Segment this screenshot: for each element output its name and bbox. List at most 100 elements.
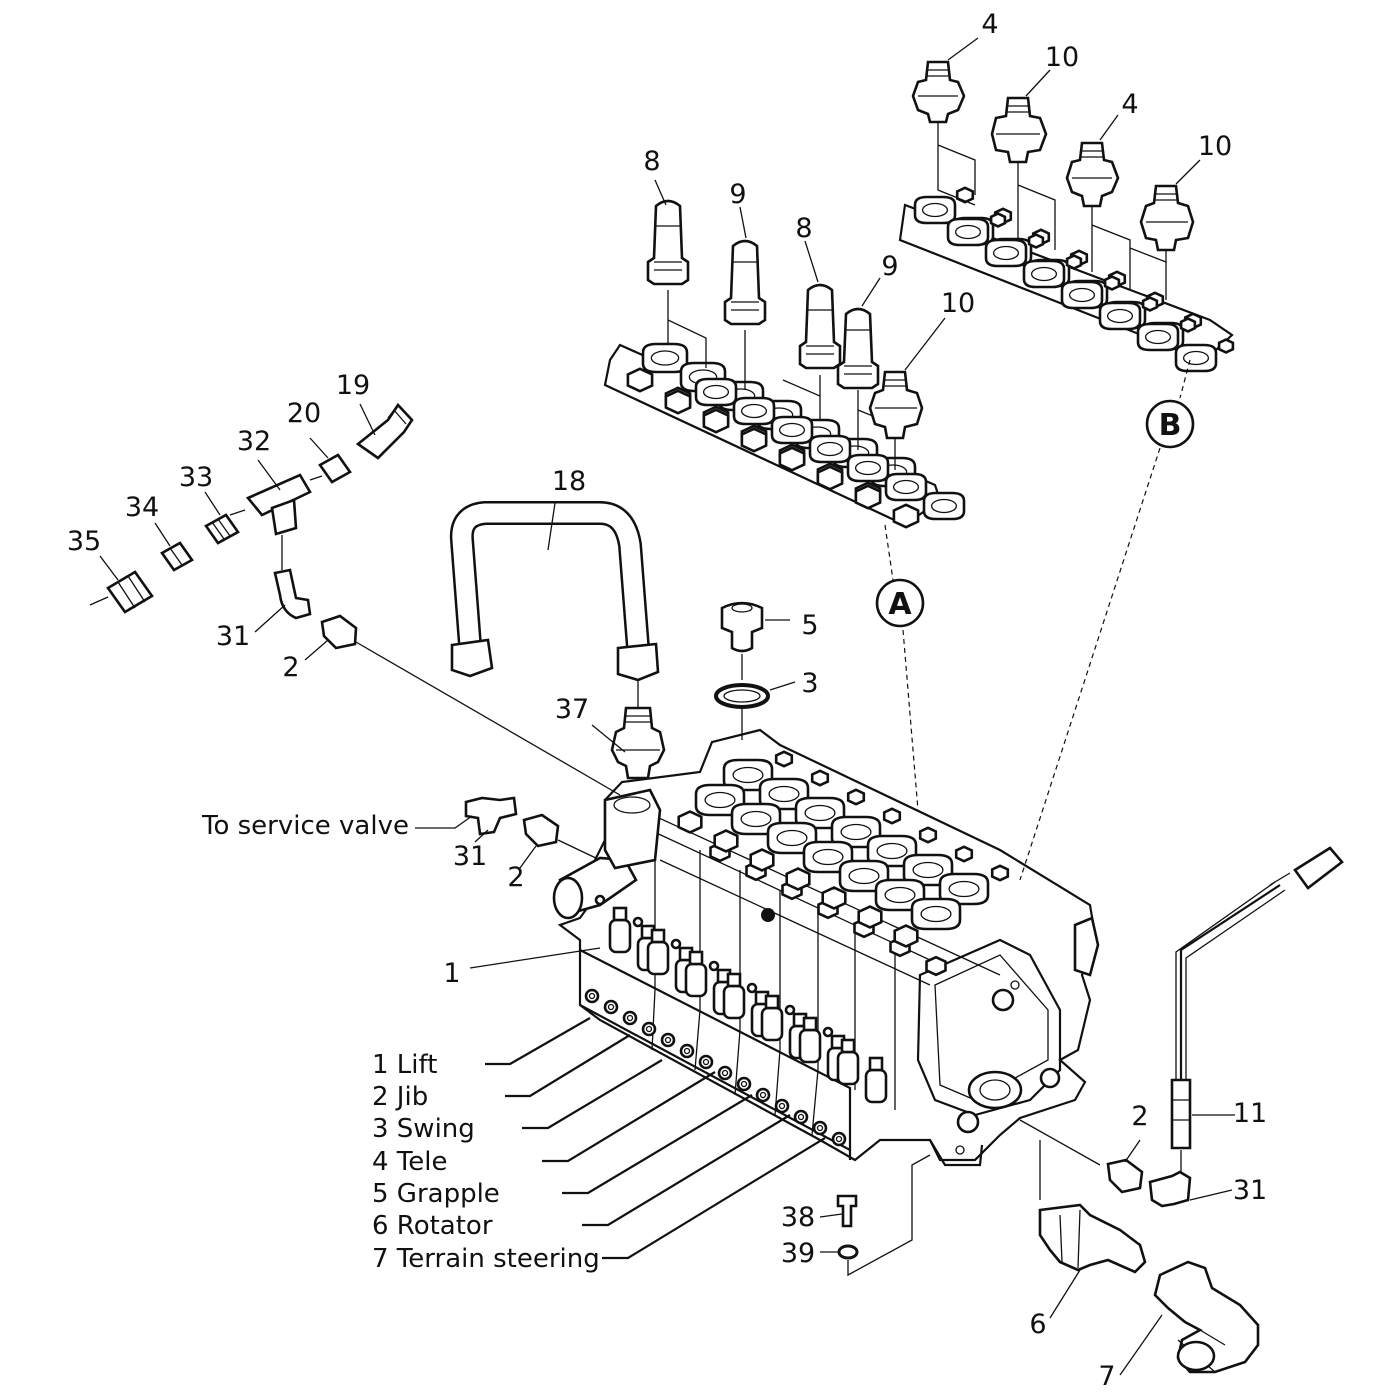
callout-33: 33 bbox=[179, 462, 213, 493]
part-20 bbox=[318, 453, 352, 484]
main-valve-block bbox=[552, 728, 1100, 1167]
block-top-cap bbox=[882, 807, 902, 825]
callout-3: 3 bbox=[801, 668, 818, 699]
callout-9-left: 9 bbox=[729, 179, 746, 210]
port-pad-b bbox=[946, 217, 990, 247]
fitting-8-right bbox=[798, 283, 842, 370]
front-port-bore bbox=[835, 1135, 843, 1143]
callout-35: 35 bbox=[67, 526, 101, 557]
part-19 bbox=[355, 402, 414, 460]
section-a-label: A bbox=[888, 587, 912, 622]
solenoid-coil bbox=[684, 962, 708, 998]
port-pad-b bbox=[984, 238, 1028, 268]
callout-20: 20 bbox=[287, 398, 321, 429]
callout-11: 11 bbox=[1233, 1098, 1267, 1129]
callout-4-top-right: 4 bbox=[1121, 89, 1138, 120]
plug-5 bbox=[720, 601, 764, 680]
solenoid-cap bbox=[802, 1016, 818, 1032]
solenoid-cap bbox=[840, 1038, 856, 1054]
block-top-nut bbox=[925, 955, 947, 977]
hex-nut-a bbox=[626, 367, 654, 393]
port-pad-a-bore bbox=[892, 479, 920, 495]
section-b-label: B bbox=[1159, 408, 1182, 443]
fitting-9-left bbox=[723, 239, 767, 326]
port-pad-b bbox=[1098, 301, 1142, 331]
block-top-nut bbox=[677, 810, 703, 834]
callout-10-right: 10 bbox=[1198, 131, 1232, 162]
callout-31-service: 31 bbox=[453, 841, 487, 872]
block-top-nut bbox=[893, 924, 919, 948]
callout-6: 6 bbox=[1029, 1309, 1046, 1340]
solenoid-coil bbox=[608, 918, 632, 954]
fitting-10-right bbox=[1139, 184, 1195, 252]
washer-39 bbox=[837, 1154, 931, 1277]
port-pad-b-bore bbox=[921, 202, 949, 218]
front-port bbox=[736, 1076, 752, 1092]
front-port bbox=[831, 1131, 847, 1147]
port-pad-a bbox=[884, 472, 928, 502]
pilot-plug bbox=[670, 938, 682, 950]
detail-a-port-plate bbox=[603, 290, 966, 529]
port-pad-a bbox=[808, 434, 852, 464]
right-fittings bbox=[1019, 846, 1344, 1208]
detail-b-port-plate bbox=[898, 120, 1235, 373]
pilot-plug bbox=[594, 894, 606, 906]
port-pad-a-bore bbox=[778, 422, 806, 438]
fitting-4-upper-right bbox=[1065, 141, 1120, 208]
legend-item-lift: 1 Lift bbox=[372, 1050, 437, 1080]
block-top-port-bore bbox=[740, 810, 772, 828]
block-top-nut bbox=[821, 886, 847, 910]
fitting-4-upper-left bbox=[911, 60, 966, 124]
part-35 bbox=[106, 570, 154, 614]
fitting-10-detail-a bbox=[868, 370, 924, 440]
legend-item-swing: 3 Swing bbox=[372, 1114, 475, 1144]
legend-item-rotator: 6 Rotator bbox=[372, 1211, 493, 1241]
seal-ring-3 bbox=[714, 683, 770, 740]
port-pad-a bbox=[770, 415, 814, 445]
callout-8-left: 8 bbox=[643, 146, 660, 177]
front-port-bore bbox=[683, 1047, 691, 1055]
port-pad-a-bore bbox=[854, 460, 882, 476]
legend-item-terrain-steering: 7 Terrain steering bbox=[372, 1244, 600, 1274]
port-pad-a bbox=[922, 491, 966, 521]
cap-nut-b bbox=[989, 212, 1007, 228]
part-31-right bbox=[1148, 1170, 1192, 1208]
block-top-cap bbox=[954, 845, 974, 863]
block-top-cap bbox=[846, 788, 866, 806]
hex-nut-a bbox=[854, 484, 882, 510]
callout-9-right: 9 bbox=[881, 251, 898, 282]
callout-19: 19 bbox=[336, 370, 370, 401]
cap-nut-b bbox=[1179, 317, 1197, 333]
callout-7: 7 bbox=[1098, 1361, 1115, 1392]
callout-1: 1 bbox=[443, 958, 460, 989]
part-32-tee bbox=[245, 473, 312, 517]
pipe-18 bbox=[449, 501, 660, 682]
adapter-6 bbox=[1038, 1140, 1147, 1274]
hex-nut-a bbox=[892, 503, 920, 529]
port-pad-a-bore bbox=[702, 384, 730, 400]
part-34 bbox=[160, 541, 194, 572]
block-top-nut bbox=[713, 829, 739, 853]
callout-2-left: 2 bbox=[282, 652, 299, 683]
front-port bbox=[584, 988, 600, 1004]
callout-34: 34 bbox=[125, 492, 159, 523]
cap-nut-b bbox=[1141, 296, 1159, 312]
block-top-cap bbox=[774, 750, 794, 768]
cap-nut-b bbox=[1065, 254, 1083, 270]
front-port bbox=[774, 1098, 790, 1114]
front-port bbox=[660, 1032, 676, 1048]
callout-31-left: 31 bbox=[216, 621, 250, 652]
port-pad-b-bore bbox=[1068, 287, 1096, 303]
front-port-bore bbox=[816, 1124, 824, 1132]
front-port-bore bbox=[759, 1091, 767, 1099]
front-port-bore bbox=[607, 1003, 615, 1011]
callout-31-right: 31 bbox=[1233, 1175, 1267, 1206]
fitting-8-left bbox=[646, 199, 690, 286]
solenoid-cap bbox=[650, 928, 666, 944]
front-port-bore bbox=[626, 1014, 634, 1022]
service-fittings bbox=[355, 641, 621, 861]
section-legend: 1 Lift 2 Jib 3 Swing 4 Tele 5 Grapple 6 … bbox=[372, 1050, 600, 1274]
port-pad-b-bore bbox=[954, 224, 982, 240]
fitting-9-right bbox=[836, 307, 880, 390]
callout-2-right: 2 bbox=[1131, 1101, 1148, 1132]
